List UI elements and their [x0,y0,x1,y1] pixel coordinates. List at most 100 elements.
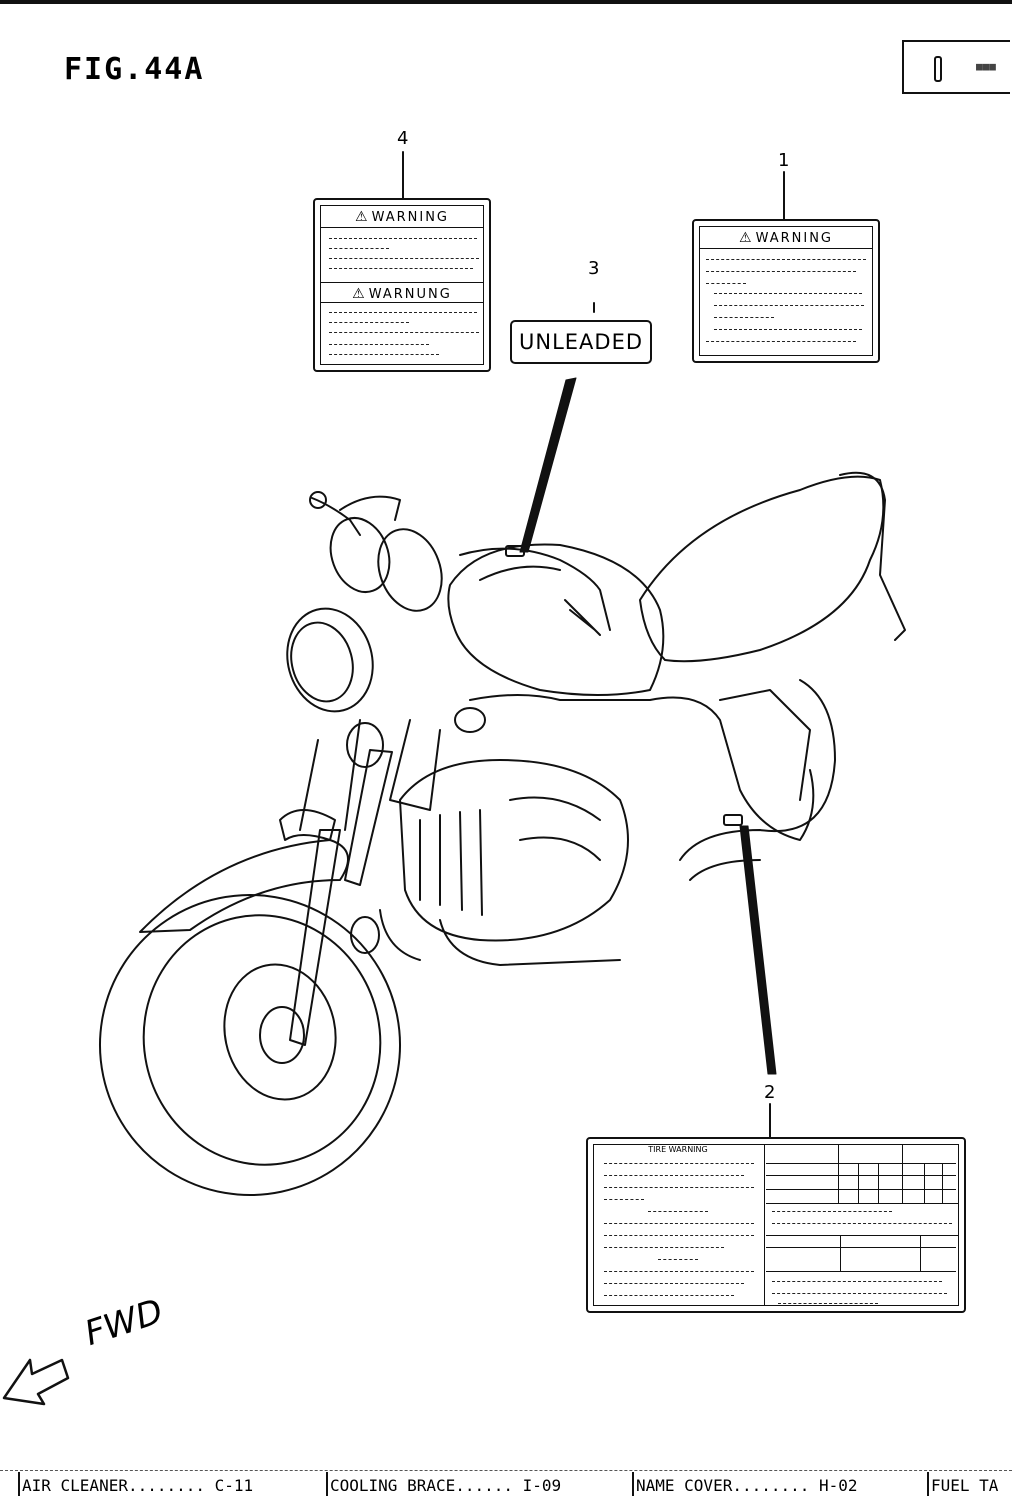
footer-link-cooling-brace[interactable]: COOLING BRACE...... I-09 [330,1476,562,1495]
fork-upper [299,719,361,831]
tank-detail [564,599,601,636]
reference-box: ■■■ [902,40,1010,94]
tire-label-location [723,814,743,826]
tail-section [839,471,906,641]
footer-separator [632,1472,634,1496]
warning-label-4: ⚠WARNING ⚠WARNUNG [313,198,491,372]
fork-left [289,829,341,1046]
fork-clamp [279,809,336,841]
rear-subframe [719,689,811,801]
footer-link-name-cover[interactable]: NAME COVER........ H-02 [636,1476,858,1495]
front-rim-inner [223,963,337,1101]
warning-label-4-heading-de: ⚠WARNUNG [352,286,452,302]
text-line [604,1199,644,1200]
tire-warning-label-2: TIRE WARNING [586,1137,966,1313]
engine-detail [509,796,601,861]
engine [399,759,629,942]
footer-link-air-cleaner[interactable]: AIR CLEANER........ C-11 [22,1476,254,1495]
reference-marker-text: ■■■ [976,60,996,73]
gauge-right [377,528,443,612]
mirror-mount [339,495,401,521]
leader-line-2 [739,825,777,1075]
tire-label-vdivider [764,1145,765,1305]
callout-2: 2 [764,1082,776,1103]
text-line [772,1223,952,1224]
text-line [329,322,409,323]
reference-marker-icon [934,56,942,82]
turn-signal-left [346,722,384,768]
tire-label-frame [593,1144,959,1306]
headlight [286,607,374,713]
text-line [329,248,389,249]
text-line [604,1223,754,1224]
text-line [604,1271,754,1272]
footer-rule [0,1470,1012,1471]
exhaust-header [379,909,421,961]
text-line [329,258,479,259]
warning-label-4-frame [320,205,484,365]
text-line [772,1293,947,1294]
callout-1: 1 [778,150,790,171]
turn-signal-right [454,707,486,733]
text-line [658,1259,698,1260]
footer-separator [326,1472,328,1496]
warning-label-1: ⚠WARNING [692,219,880,363]
callout-4: 4 [397,128,409,149]
figure-title: FIG.44A [64,52,205,87]
text-line [604,1163,754,1164]
text-line [604,1235,754,1236]
warning-label-4-divider [321,282,483,283]
engine-fins [419,809,483,916]
text-line [772,1281,942,1282]
callout-3: 3 [588,258,600,279]
warning-label-4-rule [321,227,483,228]
front-fender [139,839,349,933]
handlebar-end-left [309,491,327,509]
text-line [329,312,477,313]
warning-label-4-rule-de [321,302,483,303]
exhaust-pipe [439,919,621,966]
warning-triangle-icon: ⚠ [739,230,754,246]
text-line [714,305,864,306]
footer-link-fuel-tank[interactable]: FUEL TA [931,1476,999,1495]
fuel-tank [447,543,665,696]
front-brake-caliper [350,916,380,954]
tire-label-rule [766,1203,958,1204]
text-line [714,317,774,318]
text-line [329,238,477,239]
tire-label-rule [766,1235,958,1236]
steering-head [389,719,441,811]
text-line [772,1211,892,1212]
warning-label-4-heading: ⚠WARNING [355,209,449,225]
warning-label-1-frame [699,226,873,356]
tire-load-table [766,1235,956,1272]
unleaded-label-3: UNLEADED [510,320,652,364]
text-line [604,1175,744,1176]
text-line [604,1187,754,1188]
warning-triangle-icon: ⚠ [355,209,370,225]
text-line [604,1247,724,1248]
text-line [706,341,856,342]
footer-crossref-bar: AIR CLEANER........ C-11 COOLING BRACE..… [0,1470,1012,1500]
leader-line-3 [519,377,577,553]
gauge-left [329,517,391,593]
text-line [778,1303,878,1304]
front-tire [99,894,401,1196]
footer-separator [18,1472,20,1496]
frame-side [469,694,815,841]
text-line [329,268,473,269]
unleaded-label-location [505,545,525,557]
front-hub [259,1006,305,1064]
text-line [706,283,746,284]
text-line [329,344,429,345]
warning-label-1-heading: ⚠WARNING [739,230,833,246]
text-line [714,329,862,330]
fork-right [344,749,393,886]
text-line [648,1211,708,1212]
tire-label-heading: TIRE WARNING [648,1145,708,1154]
front-rim-outer [142,914,382,1166]
footer-separator [927,1472,929,1496]
text-line [604,1295,734,1296]
